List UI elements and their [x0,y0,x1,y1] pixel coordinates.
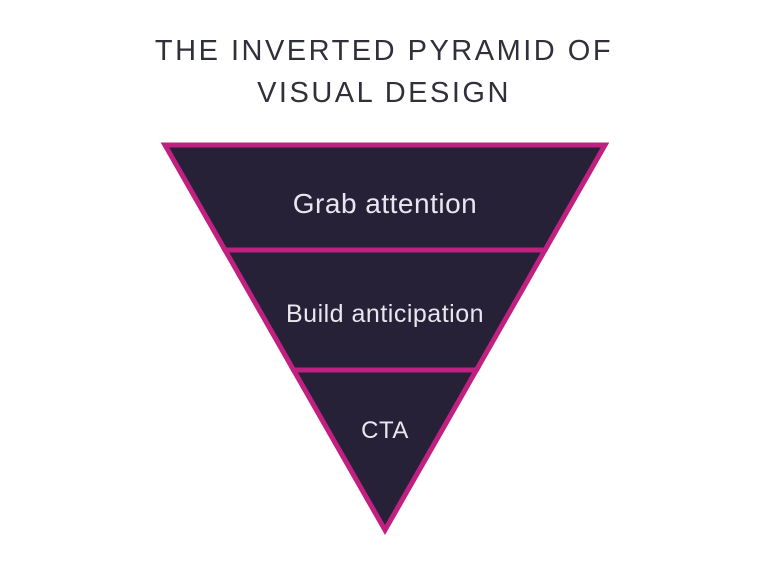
pyramid-section-cta-label: CTA [361,417,409,444]
pyramid-section-cta: CTA [289,367,481,536]
pyramid-section-build-anticipation-label: Build anticipation [286,300,484,328]
diagram-title: THE INVERTED PYRAMID OF VISUAL DESIGN [0,30,768,114]
pyramid-section-cta-shape [289,367,481,536]
diagram-title-line-1: THE INVERTED PYRAMID OF [154,35,614,67]
diagram-title-line-2: VISUAL DESIGN [257,77,511,109]
pyramid-section-build-anticipation: Build anticipation [220,247,550,373]
pyramid-section-grab-attention-label: Grab attention [293,188,477,219]
pyramid-section-grab-attention: Grab attention [160,142,610,253]
